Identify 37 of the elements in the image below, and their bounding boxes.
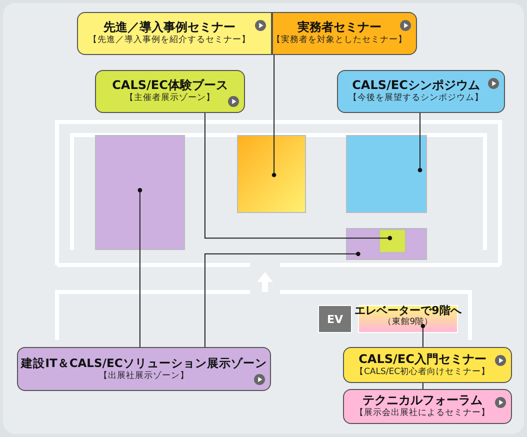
zone-title: CALS/EC入門セミナー xyxy=(358,352,486,366)
elevator-label: EV xyxy=(326,312,344,326)
elevator-box xyxy=(318,305,352,333)
leader-line xyxy=(204,112,392,240)
leader-line xyxy=(422,382,424,390)
zone-subtitle: 【出展社展示ゾーン】 xyxy=(99,370,189,382)
zone-subtitle: 【実務者を対象としたセミナー】 xyxy=(272,35,407,47)
label-box xyxy=(77,12,272,55)
leader-line xyxy=(138,188,142,348)
zone-subtitle: 【主催者展示ゾーン】 xyxy=(125,93,215,105)
label-box xyxy=(337,70,505,113)
zone-subtitle: 【今後を展望するシンポジウム】 xyxy=(348,93,484,105)
zone-title: 実務者セミナー xyxy=(298,20,382,34)
label-box xyxy=(95,70,245,113)
floor-zone xyxy=(237,135,306,213)
zone-title: エレベーターで9階へ xyxy=(354,304,462,317)
zone-title: CALS/ECシンポジウム xyxy=(352,78,480,93)
label-box xyxy=(343,389,512,424)
floor-zone xyxy=(379,229,406,253)
label-box xyxy=(343,347,512,383)
zone-subtitle: 【CALS/EC初心者向けセミナー】 xyxy=(354,366,490,378)
leader-line xyxy=(420,324,426,348)
zone-title: CALS/EC体験ブース xyxy=(112,78,228,92)
zone-subtitle: （東館9階） xyxy=(382,317,434,328)
zone-title: 建設IT＆CALS/ECソリューション展示ゾーン xyxy=(21,356,267,371)
leader-line xyxy=(272,54,276,178)
floor-zone xyxy=(346,135,427,213)
zone-title: テクニカルフォーラム xyxy=(362,393,482,408)
label-box xyxy=(17,347,271,391)
leader-line xyxy=(418,112,422,172)
leader-line xyxy=(204,252,360,348)
zone-title: 先進／導入事例セミナー xyxy=(104,20,236,35)
label-box xyxy=(272,12,417,55)
zone-subtitle: 【展示会出展社によるセミナー】 xyxy=(355,408,490,420)
zone-subtitle: 【先進／導入事例を紹介するセミナー】 xyxy=(88,35,250,47)
floor-zone xyxy=(95,135,185,250)
floor-zone xyxy=(346,228,427,260)
